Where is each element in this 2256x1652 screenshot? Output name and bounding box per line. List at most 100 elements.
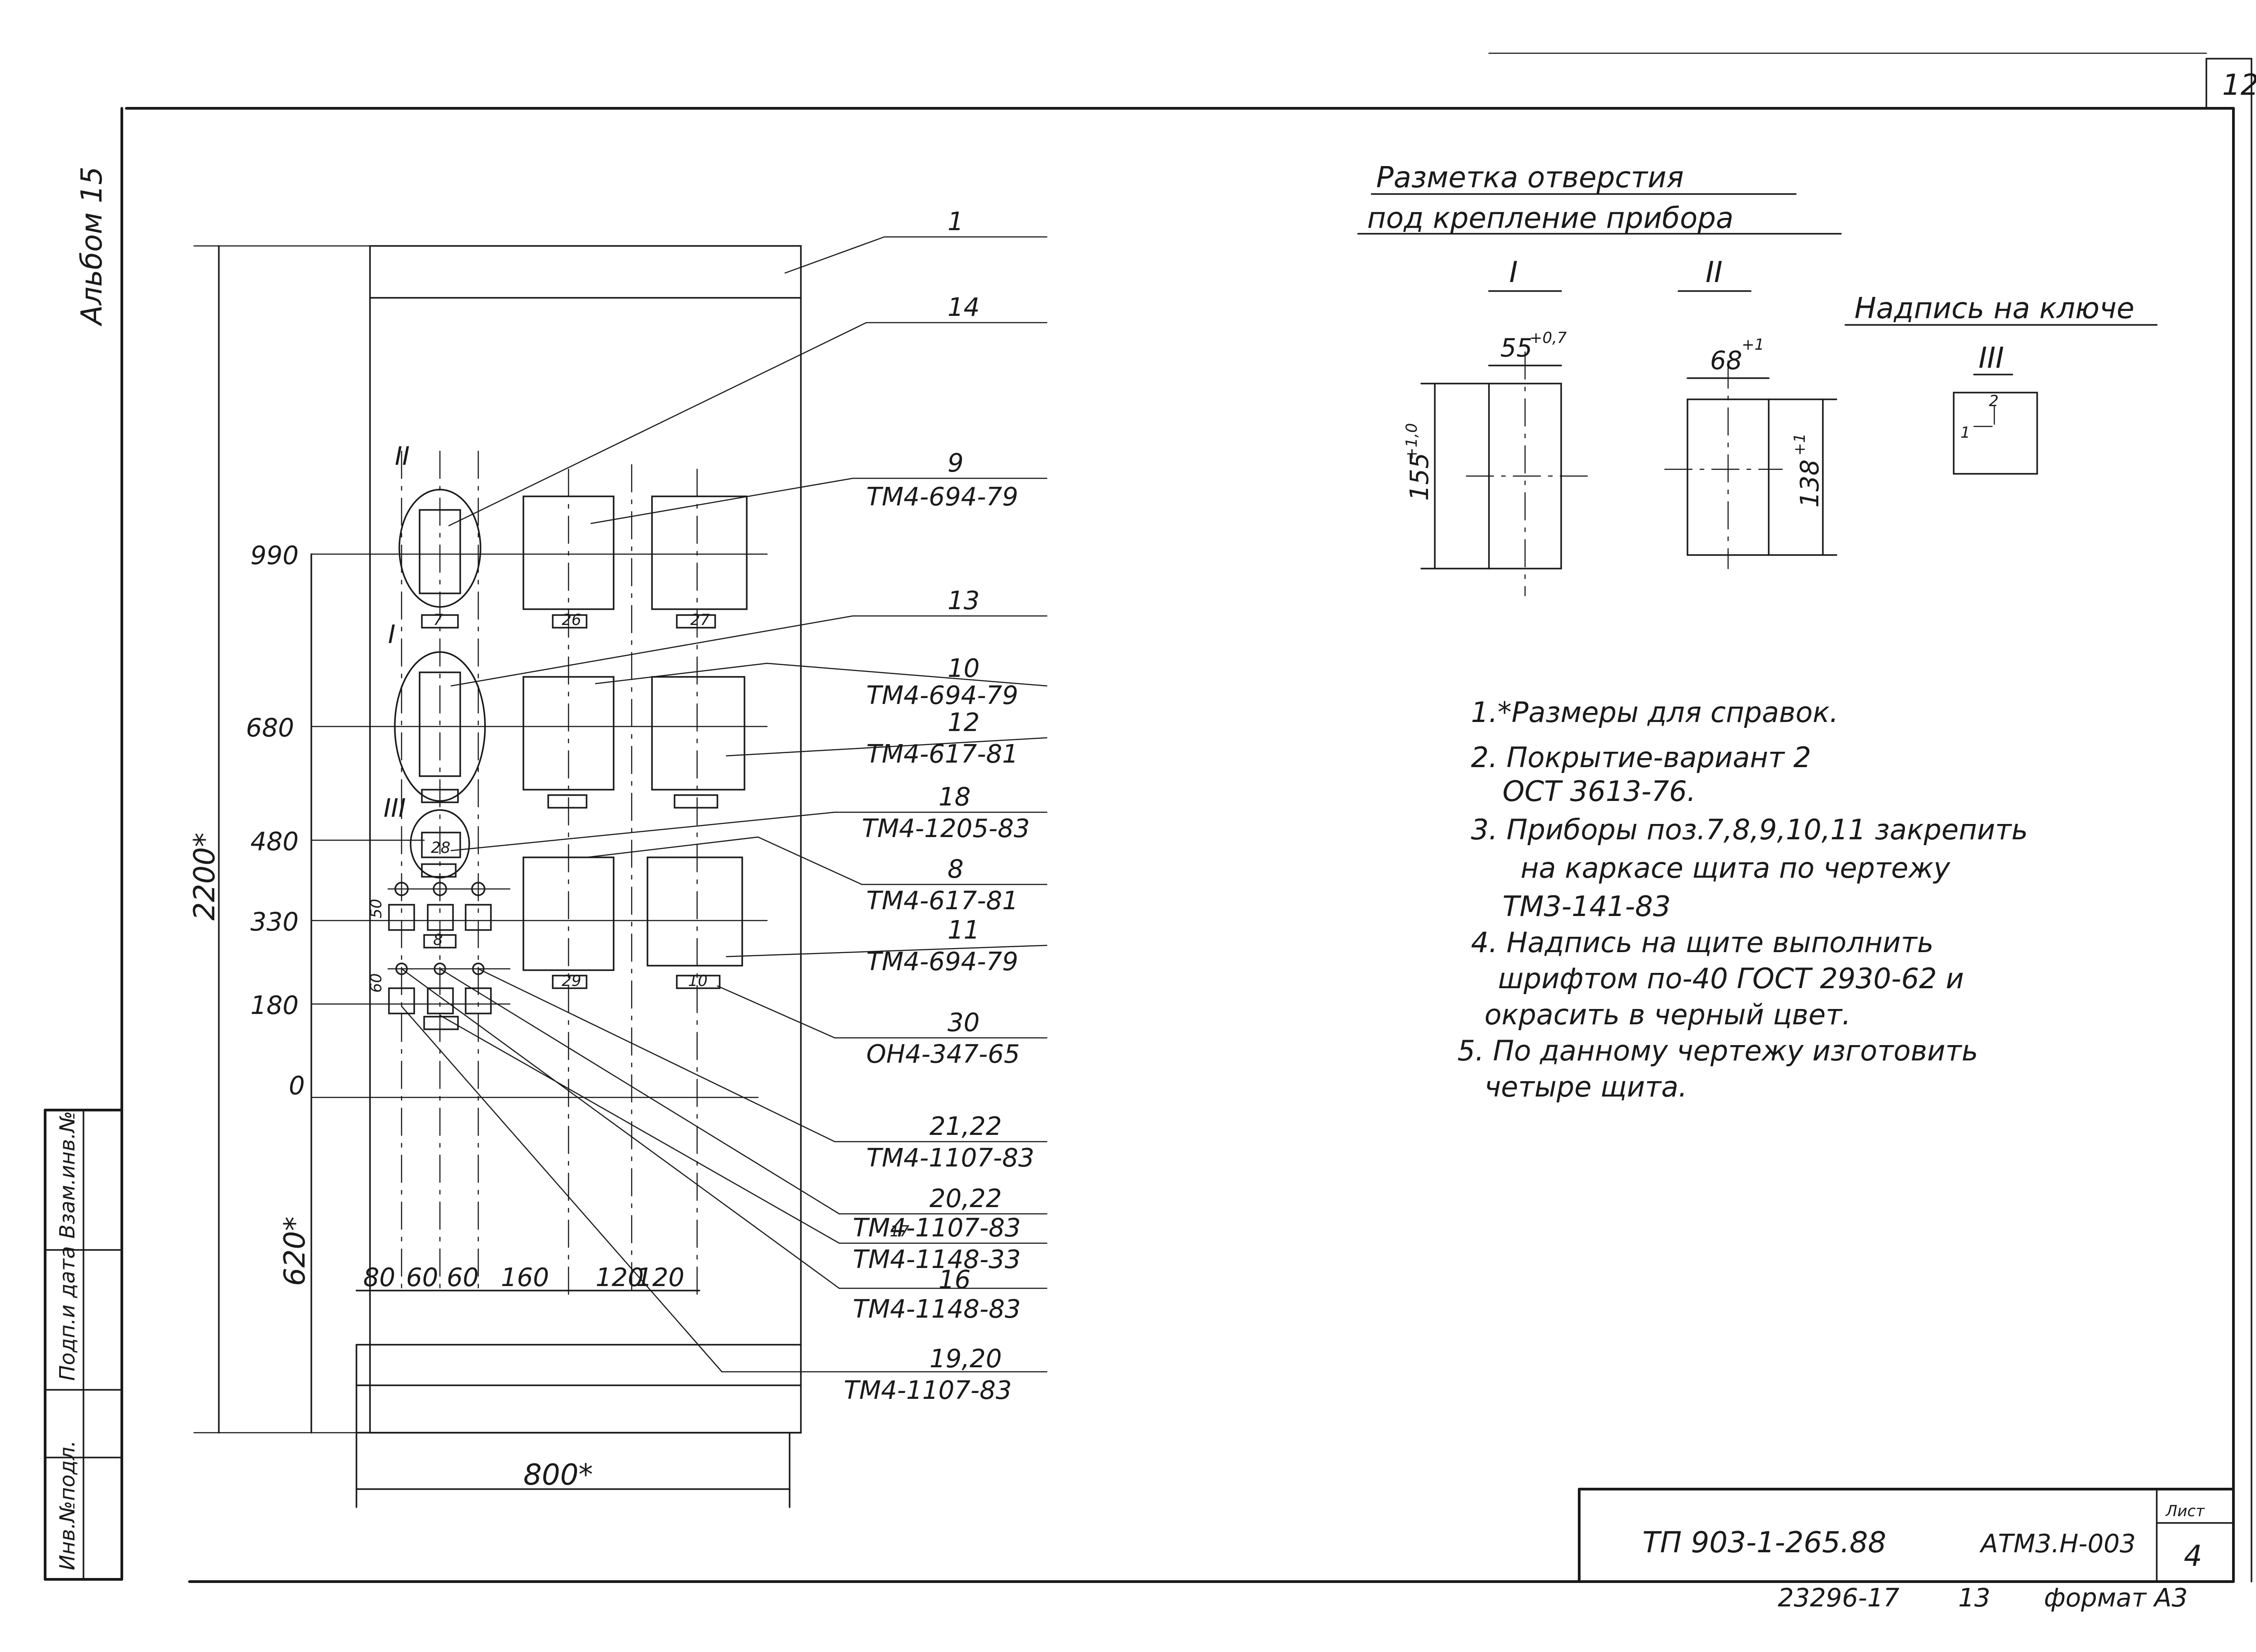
nameplate-8: 8 <box>433 931 443 949</box>
replaces-label: Взам.инв.№ <box>55 1111 79 1239</box>
title-block <box>1578 1488 2235 1583</box>
format-label: формат А3 <box>2044 1583 2188 1613</box>
sheet-frame <box>120 52 2252 1583</box>
callout-18-pos: 18 <box>938 782 971 812</box>
stamp-sheet-label: Лист <box>2165 1502 2205 1520</box>
note-line-6: ТМ3-141-83 <box>1502 890 1671 923</box>
callout-20-22-drawing: ТМ4-1107-83 <box>853 1213 1021 1243</box>
note-line-1: 1.*Размеры для справок. <box>1471 696 1839 729</box>
note-line-8: шрифтом по-40 ГОСТ 2930-62 и <box>1498 962 1964 995</box>
hole-view-1-height-tol: +1,0 <box>1403 423 1421 460</box>
nameplate-27: 27 <box>690 611 710 629</box>
callout-30-pos: 30 <box>948 1008 980 1037</box>
page-number: 12 <box>2222 69 2256 102</box>
album-label: Альбом 15 <box>75 167 109 327</box>
signature-date-label: Подп.и дата <box>55 1246 79 1381</box>
callout-21-22-pos: 21,22 <box>929 1112 1002 1141</box>
callout-11-drawing: ТМ4-694-79 <box>866 947 1018 976</box>
level-330: 330 <box>250 907 299 937</box>
drawing-code: АТМ3.Н-003 <box>1979 1529 2136 1559</box>
hole-view-1-width-tol: +0,7 <box>1530 329 1567 347</box>
nameplate-26: 26 <box>562 611 581 629</box>
hole-view-2-height-tol: +1 <box>1791 433 1809 456</box>
nameplate-10: 10 <box>688 972 707 990</box>
overall-width-dim: 800* <box>523 1458 593 1492</box>
note-line-11: четыре щита. <box>1484 1070 1687 1103</box>
callout-12-pos: 12 <box>948 708 980 737</box>
inventory-sheet: 13 <box>1958 1583 1990 1613</box>
side-strip <box>44 1109 123 1581</box>
hole-view-2-width: 68 <box>1710 346 1742 375</box>
lower-height-dim: 620* <box>278 1217 312 1286</box>
callout-13-pos: 13 <box>948 586 980 615</box>
callout-8-drawing: ТМ4-617-81 <box>866 886 1018 916</box>
callout-19-20-drawing: ТМ4-1107-83 <box>844 1376 1012 1405</box>
callout-1-pos: 1 <box>948 207 964 236</box>
callout-16-drawing: ТМ4-1148-83 <box>853 1295 1021 1324</box>
callout-9-pos: 9 <box>948 449 964 478</box>
small-dim-60: 60 <box>367 973 385 993</box>
hole-view-1-label: I <box>1509 256 1518 289</box>
key-inscription-title: Надпись на ключе <box>1854 292 2134 325</box>
holes-title-line1: Разметка отверстия <box>1376 161 1684 194</box>
inventory-number: 23296-17 <box>1778 1583 1900 1613</box>
spacing-160: 160 <box>501 1263 549 1292</box>
note-line-2: 2. Покрытие-вариант 2 <box>1471 741 1811 774</box>
callout-16-pos: 16 <box>938 1265 971 1295</box>
spacing-120b: 120 <box>636 1263 684 1292</box>
level-180: 180 <box>250 991 299 1020</box>
level-990: 990 <box>250 541 299 570</box>
detail-marker-II: II <box>395 442 410 471</box>
note-line-5: на каркасе щита по чертежу <box>1521 851 1951 884</box>
callout-11-pos: 11 <box>948 916 980 945</box>
nameplate-28: 28 <box>431 839 450 857</box>
key-view-label: III <box>1979 342 2004 375</box>
hole-view-2-width-tol: +1 <box>1742 336 1764 354</box>
notes: 1.*Размеры для справок. 2. Покрытие-вари… <box>1457 696 2028 1103</box>
document-code: ТП 903-1-265.88 <box>1642 1526 1886 1559</box>
hole-view-2-height: 138 <box>1795 459 1825 508</box>
inv-number-label: Инв.№подл. <box>55 1440 79 1570</box>
callout-19-20-pos: 19,20 <box>929 1344 1002 1374</box>
callout-17-drawing: ТМ4-1148-33 <box>853 1245 1021 1274</box>
callout-8-pos: 8 <box>948 855 964 884</box>
hole-view-1-width: 55 <box>1500 333 1532 363</box>
note-line-9: окрасить в черный цвет. <box>1484 998 1851 1031</box>
nameplate-29: 29 <box>562 972 581 990</box>
callout-20-22-pos: 20,22 <box>929 1184 1002 1213</box>
level-0: 0 <box>289 1071 305 1101</box>
spacing-120a: 120 <box>596 1263 644 1292</box>
hole-view-2 <box>1664 290 1837 569</box>
note-line-4: 3. Приборы поз.7,8,9,10,11 закрепить <box>1471 813 2028 846</box>
callout-14-pos: 14 <box>948 293 980 322</box>
spacing-60b: 60 <box>447 1263 479 1292</box>
callout-21-22-drawing: ТМ4-1107-83 <box>866 1143 1034 1173</box>
note-line-10: 5. По данному чертежу изготовить <box>1457 1034 1978 1067</box>
callout-12-drawing: ТМ4-617-81 <box>866 740 1018 769</box>
callouts: 1 14 9 ТМ4-694-79 13 10 ТМ4-694-79 12 ТМ… <box>844 207 1034 1405</box>
hole-view-1 <box>1420 290 1589 597</box>
overall-height-dim: 2200* <box>188 833 222 921</box>
detail-marker-III: III <box>384 794 406 823</box>
stamp-sheet-number: 4 <box>2184 1540 2202 1573</box>
small-dim-50: 50 <box>367 899 385 918</box>
panel-front-view <box>193 236 1048 1508</box>
note-line-3: ОСТ 3613-76. <box>1502 775 1696 808</box>
note-line-7: 4. Надпись на щите выполнить <box>1471 926 1933 959</box>
key-label-2: 2 <box>1989 392 1999 410</box>
spacing-60a: 60 <box>406 1263 438 1292</box>
callout-10-pos: 10 <box>948 654 980 683</box>
level-680: 680 <box>246 713 294 743</box>
key-label-1: 1 <box>1960 424 1970 442</box>
hole-view-2-label: II <box>1706 256 1723 289</box>
key-view <box>1953 392 2038 475</box>
hole-view-1-height: 155 <box>1405 453 1434 501</box>
callout-10-drawing: ТМ4-694-79 <box>866 681 1018 710</box>
detail-marker-I: I <box>388 620 396 649</box>
level-480: 480 <box>250 827 299 856</box>
callout-9-drawing: ТМ4-694-79 <box>866 482 1018 512</box>
nameplate-7: 7 <box>433 611 443 629</box>
spacing-80: 80 <box>363 1263 395 1292</box>
callout-18-drawing: ТМ4-1205-83 <box>862 814 1030 843</box>
